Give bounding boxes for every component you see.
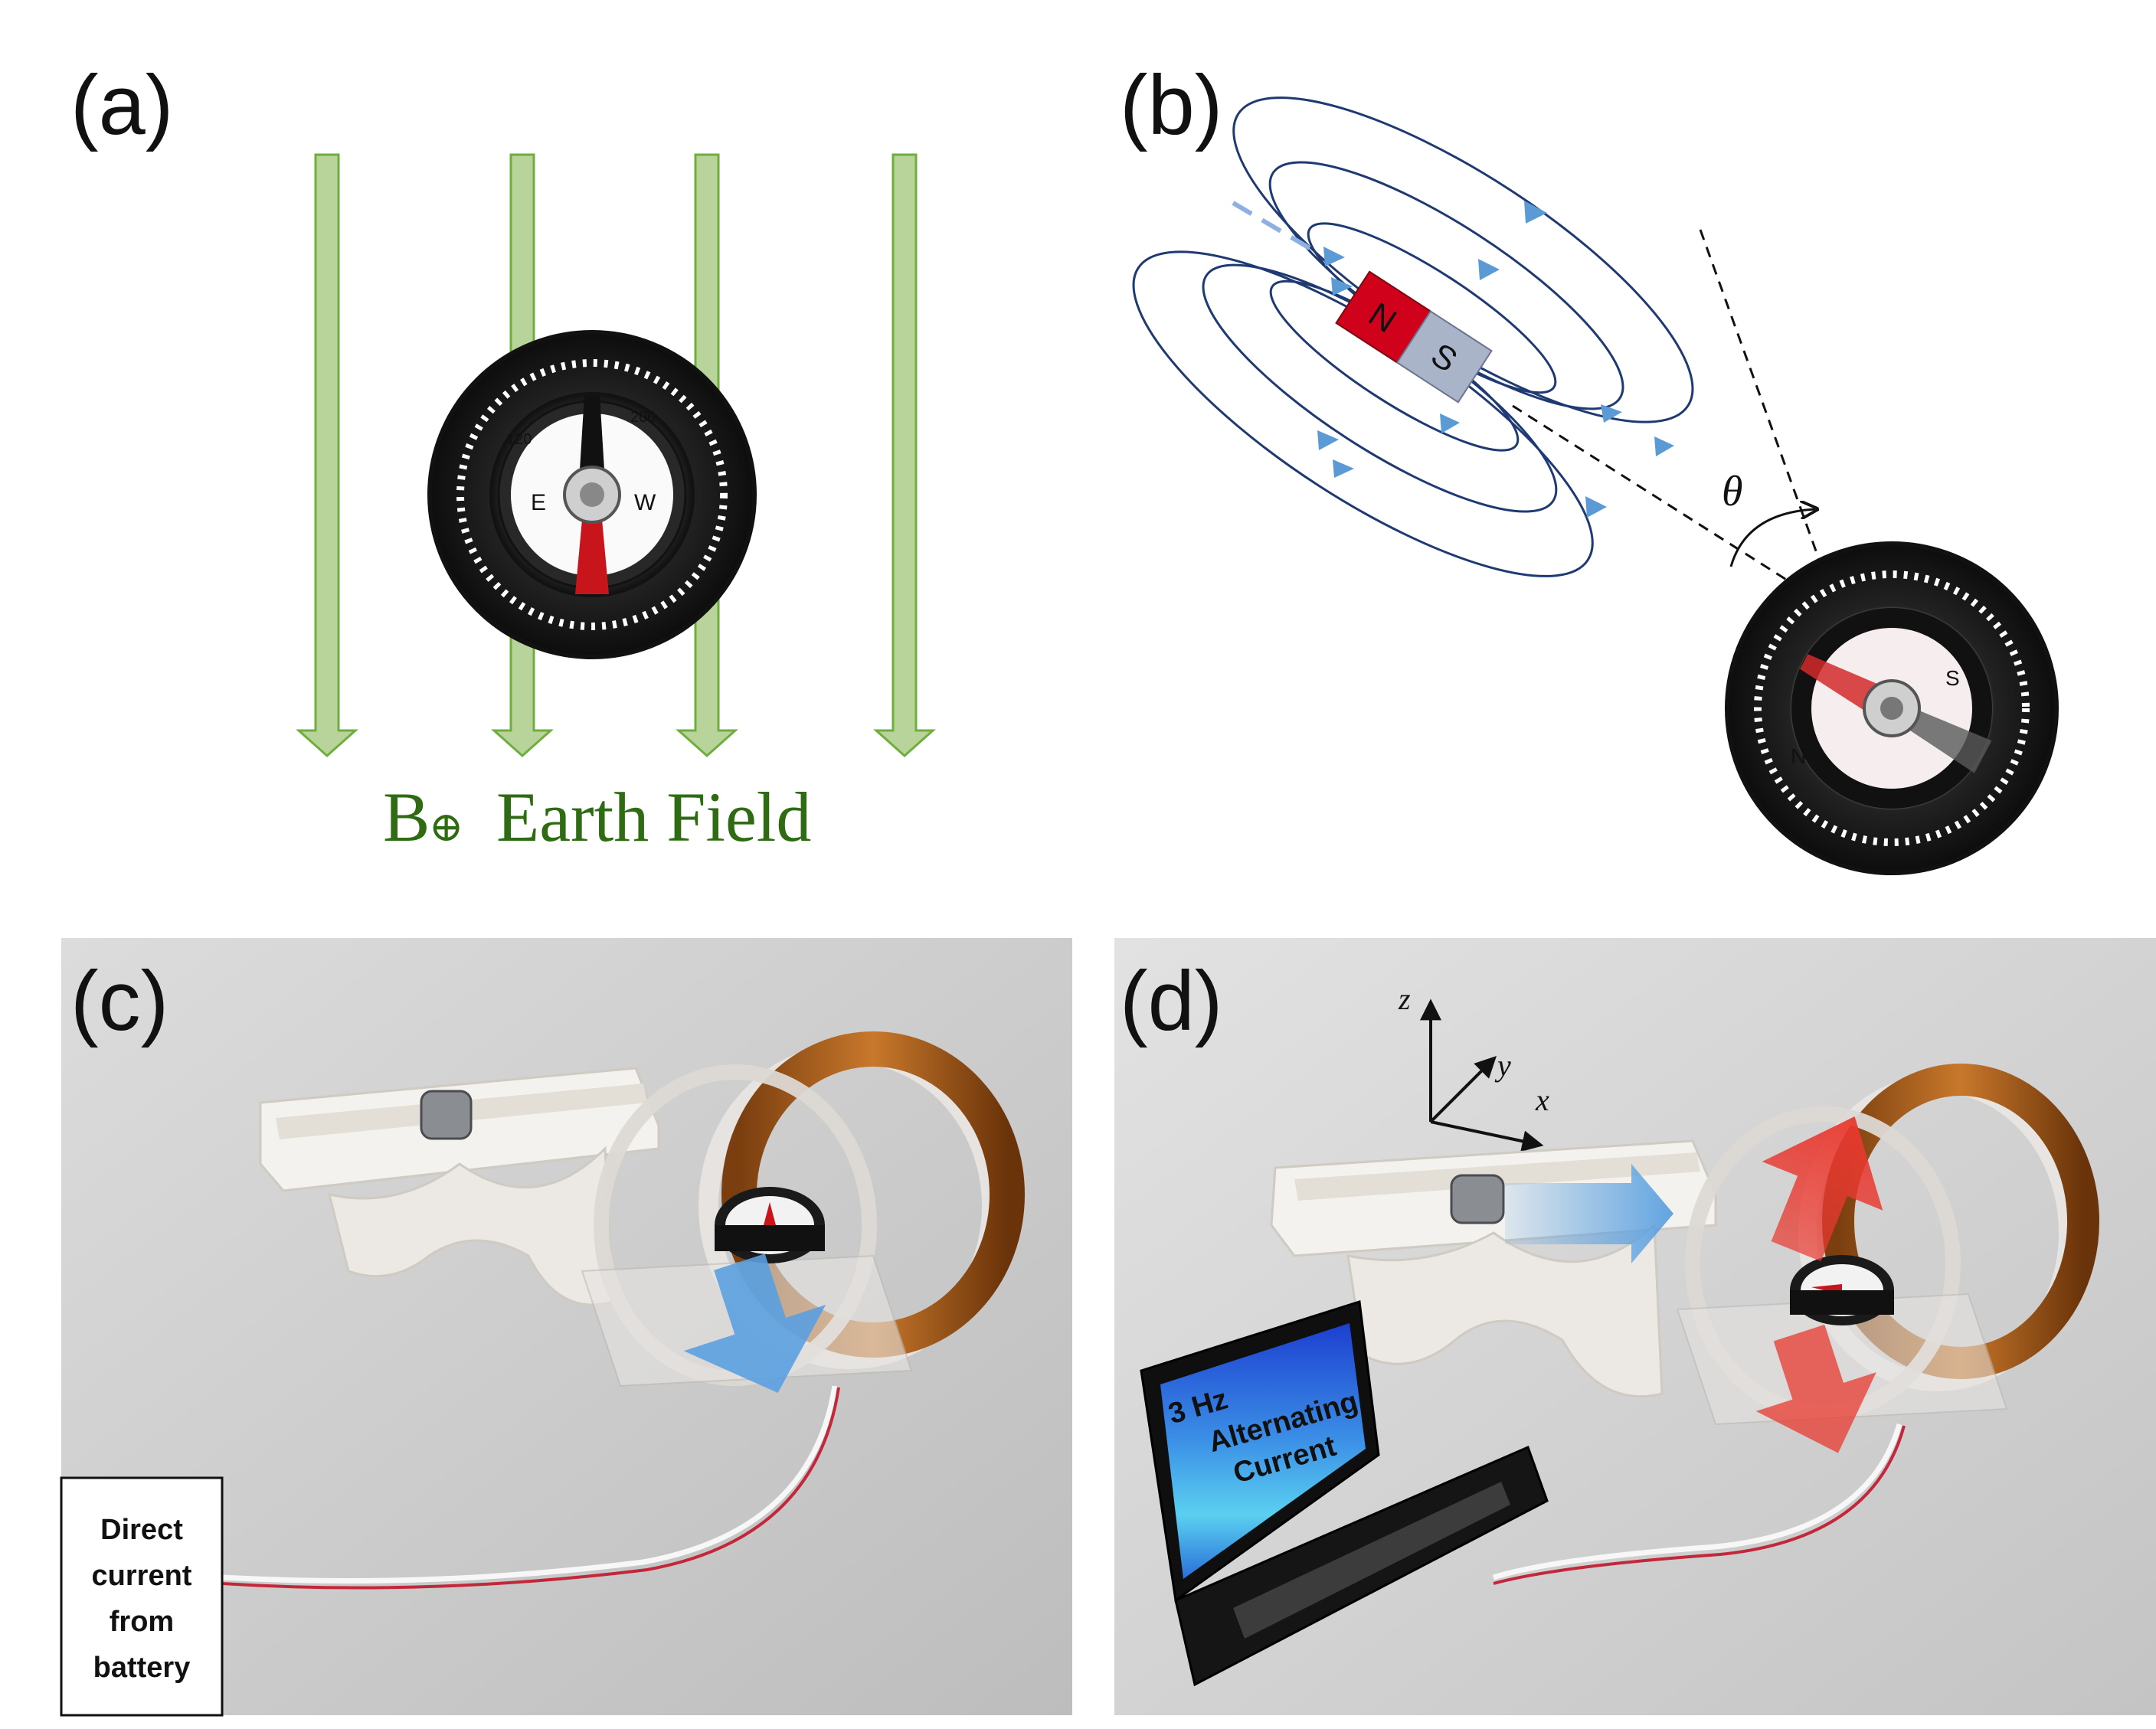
vertical-reference-dashed: [1699, 229, 1840, 613]
earth-field-symbol: B: [383, 778, 430, 856]
field-arrow-up-d: [1762, 1116, 1883, 1262]
field-arrowhead: [1478, 259, 1500, 280]
dipole-axis-dashed: [1232, 201, 1319, 255]
field-arrowheads: [1317, 201, 1674, 518]
field-arrow: [873, 153, 936, 758]
compass-mark: S: [1945, 666, 1960, 690]
panel-d: (d) z y x: [1114, 938, 2156, 1715]
panel-c: (c) Direct current from batte: [60, 938, 1072, 1717]
box-line: Direct: [100, 1514, 183, 1546]
wire-c: [221, 1385, 838, 1584]
box-line: current: [92, 1560, 192, 1592]
field-arrowhead: [1654, 436, 1674, 456]
earth-field-subscript: ⊕: [429, 804, 463, 850]
laptop-screen: [1160, 1323, 1366, 1579]
magnet-cylinder: [1450, 1174, 1505, 1224]
compass-mark: E: [531, 490, 546, 515]
coil-d: [1676, 1064, 2099, 1426]
wire-d-red: [1493, 1425, 1906, 1585]
field-arrowhead: [1331, 277, 1353, 296]
compass-d: [1790, 1255, 1894, 1325]
axis-z-label: z: [1398, 982, 1411, 1016]
wire-d: [1492, 1423, 1902, 1580]
panel-c-label: (c): [70, 954, 168, 1048]
panel-a-label: (a): [70, 58, 173, 152]
theta-label: θ: [1722, 468, 1743, 515]
earth-field-label: Earth Field: [496, 778, 811, 856]
field-arrowhead: [1524, 201, 1547, 224]
laptop-keyboard: [1233, 1482, 1510, 1639]
box-line: from: [110, 1606, 174, 1638]
bar-magnet: N S: [1335, 270, 1493, 404]
theta-arc: [1729, 509, 1815, 567]
box-line: battery: [93, 1652, 191, 1684]
field-arrow: [296, 153, 358, 758]
compass-mark: 120: [506, 431, 532, 448]
panel-d-label: (d): [1120, 954, 1222, 1048]
axis-y-label: y: [1494, 1048, 1511, 1083]
compass-mark: W: [634, 490, 656, 515]
field-arrow-down-d: [1755, 1324, 1876, 1453]
field-arrowhead: [1323, 247, 1345, 266]
compass-b: S N: [1725, 541, 2059, 875]
field-arrowhead: [1585, 496, 1607, 518]
field-line: [1232, 96, 1694, 423]
direct-current-box: Direct current from battery: [60, 1476, 224, 1717]
axis-x-label: x: [1535, 1083, 1549, 1117]
magnet-to-compass-dashed: [1512, 404, 1839, 614]
compass-a: E W 120 200: [427, 330, 757, 659]
field-arrowhead: [1601, 404, 1622, 423]
field-line: [1132, 250, 1594, 577]
wire-c-red: [221, 1387, 840, 1590]
panel-b: (b) N: [1120, 58, 2059, 875]
compass-mark: N: [1791, 744, 1806, 768]
panel-b-label: (b): [1120, 58, 1222, 152]
compass-c: [715, 1187, 825, 1263]
compass-mark: 200: [630, 409, 656, 426]
magnet-cylinder: [420, 1090, 473, 1140]
field-arrowhead: [1317, 430, 1339, 450]
field-arrowhead: [1440, 413, 1460, 433]
field-arrow-right-d: [1505, 1164, 1673, 1263]
field-arrowhead: [1333, 459, 1354, 478]
laptop: 3 Hz Alternating Current: [1140, 1300, 1549, 1687]
axis-triad: [1420, 999, 1544, 1152]
field-arrow-down-c: [683, 1253, 826, 1393]
panel-a: (a) E W 120 200 B ⊕ Earth Field: [70, 58, 936, 856]
track-stand-c: [259, 1067, 660, 1306]
